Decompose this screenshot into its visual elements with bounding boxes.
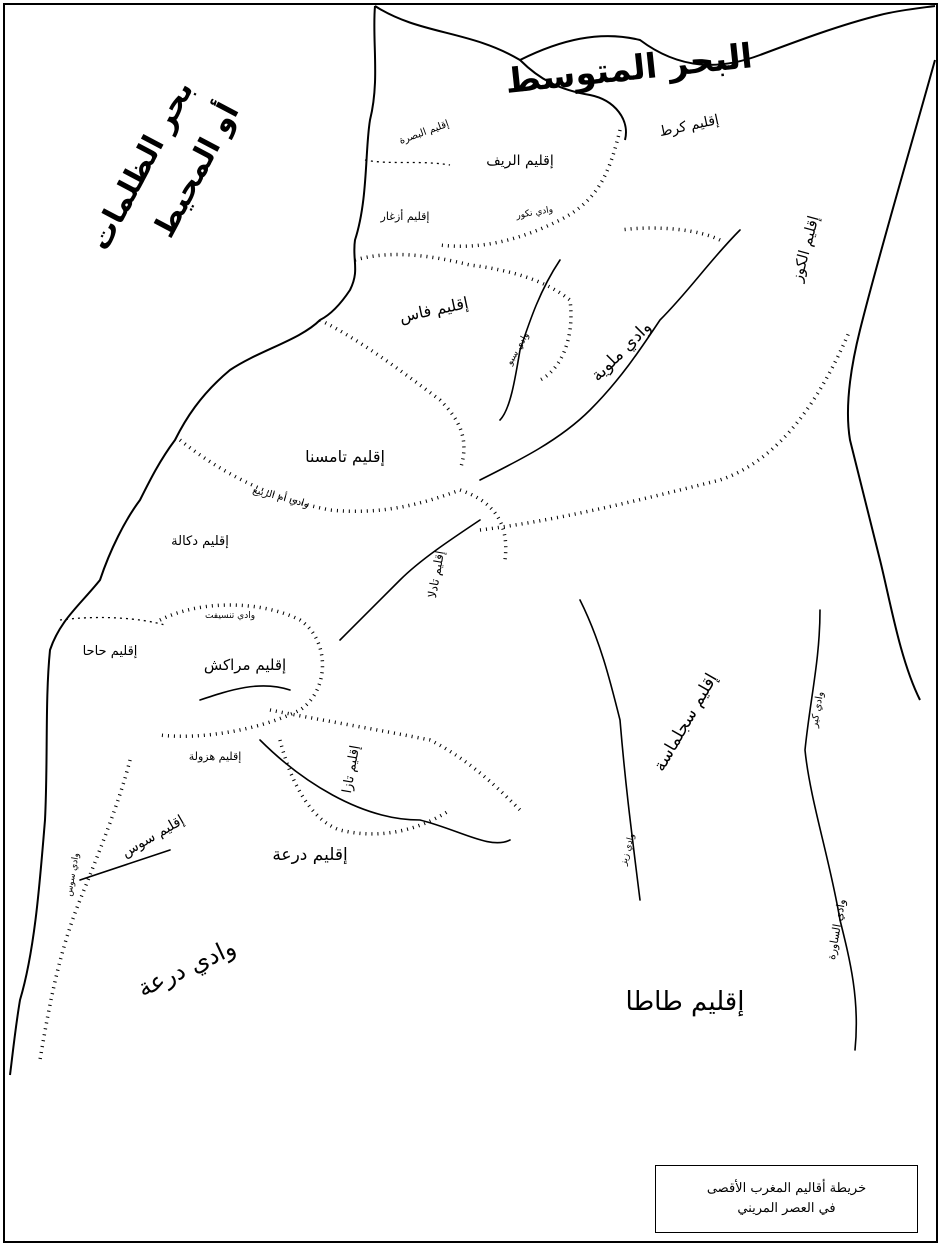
- region-tadla: إقليم تادلا: [425, 550, 447, 599]
- border-marrakech: [159, 603, 325, 739]
- border-inner-draa: [278, 739, 451, 836]
- region-east: إقليم الكوز: [787, 214, 822, 285]
- guir-river: [804, 609, 841, 921]
- draa-river: [259, 739, 511, 844]
- region-doukkala: إقليم دكالة: [171, 534, 229, 549]
- mediterranean-coast: [9, 5, 377, 1076]
- northeast-line: [847, 59, 936, 701]
- ziz-river: [579, 599, 641, 901]
- river-sous: وادي سوس: [64, 852, 81, 897]
- legend-subtitle: في العصر المريني: [737, 1201, 836, 1216]
- saoura-river: [839, 919, 858, 1051]
- border-haha: [59, 616, 166, 626]
- region-fes: إقليم فاس: [398, 293, 470, 326]
- region-rif: إقليم الريف: [486, 153, 554, 169]
- northern-coast: [374, 5, 936, 66]
- region-haha: إقليم حاحا: [83, 644, 138, 659]
- sous-river: [79, 849, 171, 881]
- border-fes: [354, 252, 573, 382]
- mediterranean-label: البحر المتوسط: [503, 36, 754, 102]
- river-saoura: وادي الساورة: [825, 898, 848, 961]
- region-tamesna: إقليم تامسنا: [305, 447, 385, 466]
- border-east: [619, 226, 721, 242]
- border-tamesna: [319, 318, 466, 471]
- moulouya-river: [479, 229, 741, 481]
- region-tata: إقليم طاطا: [626, 987, 745, 1017]
- map-legend: خريطة أقاليم المغرب الأقصى في العصر المر…: [655, 1165, 918, 1233]
- river-draa: وادي درعة: [133, 933, 240, 1003]
- legend-title: خريطة أقاليم المغرب الأقصى: [706, 1181, 867, 1196]
- oum-rabia-river: [339, 519, 481, 641]
- region-azghar: إقليم أزغار: [380, 209, 430, 223]
- river-nakour: وادي نكور: [514, 205, 553, 221]
- map-frame: [3, 3, 938, 1243]
- border-south: [479, 329, 852, 532]
- region-basra: إقليم البصرة: [398, 119, 451, 147]
- tensift-river: [199, 685, 291, 701]
- river-tensift: وادي تنسيفت: [205, 611, 255, 621]
- border-rif: [439, 129, 622, 249]
- region-draa: إقليم درعة: [272, 845, 347, 865]
- east-coast: [519, 59, 627, 141]
- border-southwest: [38, 759, 132, 1061]
- region-sous: إقليم سوس: [119, 812, 187, 861]
- border-draa: [269, 708, 522, 812]
- region-marrakech: إقليم مراكش: [204, 656, 286, 674]
- river-oum-rabia: وادي أم الربيع: [251, 483, 310, 511]
- region-kort: إقليم كرط: [658, 112, 721, 140]
- border-misc: [364, 159, 451, 166]
- sebou-river: [499, 259, 561, 421]
- region-hazwala: إقليم هزولة: [189, 750, 242, 763]
- region-taza: إقليم تازا: [340, 744, 363, 794]
- region-sijilmasa: إقليم سجلماسة: [650, 670, 722, 775]
